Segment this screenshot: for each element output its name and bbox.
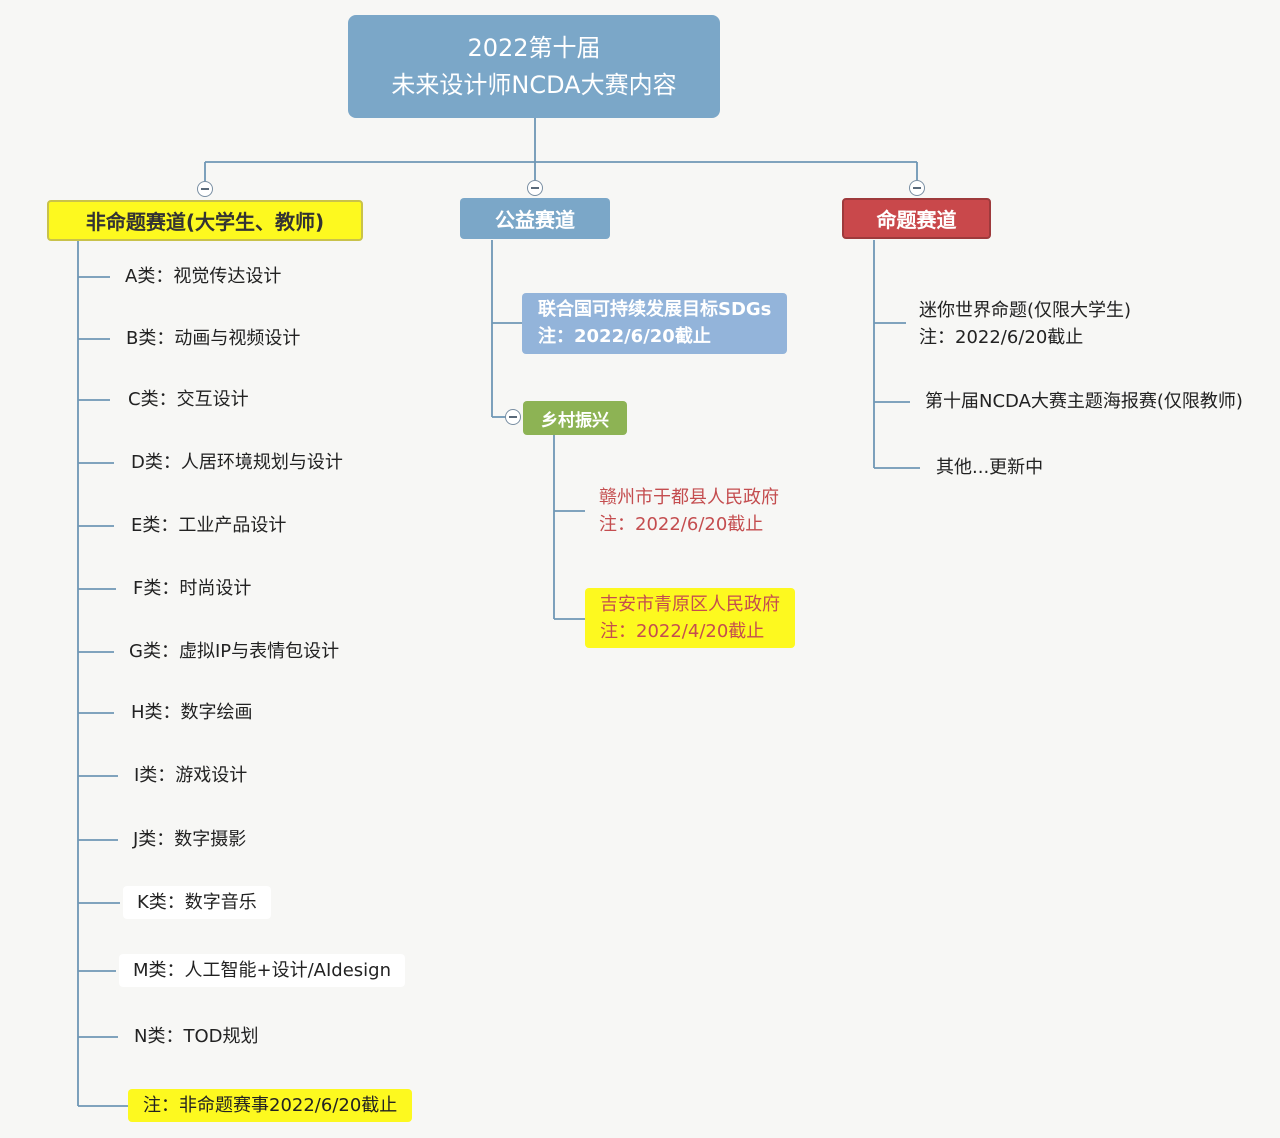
poster-contest-label: 第十届NCDA大赛主题海报赛(仅限教师) [925,391,1243,412]
jian-topic[interactable]: 吉安市青原区人民政府 注：2022/4/20截止 [585,588,795,648]
ganzhou-topic[interactable]: 赣州市于都县人民政府 注：2022/6/20截止 [599,484,779,538]
category-n[interactable]: N类：TOD规划 [134,1023,259,1050]
root-title-line1: 2022第十届 [467,33,601,62]
category-j[interactable]: J类：数字摄影 [133,826,246,853]
root-title-line2: 未来设计师NCDA大赛内容 [391,70,677,99]
category-b[interactable]: B类：动画与视频设计 [126,325,300,352]
rural-revitalization-topic[interactable]: 乡村振兴 [523,401,627,435]
jian-deadline: 注：2022/4/20截止 [600,621,765,642]
sdgs-topic[interactable]: 联合国可持续发展目标SDGs 注：2022/6/20截止 [522,293,787,354]
collapse-toggle-non-proposition[interactable] [197,181,213,197]
poster-contest-topic[interactable]: 第十届NCDA大赛主题海报赛(仅限教师) [925,388,1243,415]
category-i[interactable]: I类：游戏设计 [134,762,247,789]
sdgs-deadline: 注：2022/6/20截止 [538,326,711,347]
category-e[interactable]: E类：工业产品设计 [131,512,286,539]
non-proposition-deadline-note[interactable]: 注：非命题赛事2022/6/20截止 [128,1089,413,1122]
category-i-label: I类：游戏设计 [134,765,248,786]
category-d-label: D类：人居环境规划与设计 [131,452,343,473]
collapse-toggle-proposition[interactable] [909,180,925,196]
category-k[interactable]: K类：数字音乐 [123,886,271,919]
rural-revitalization-label: 乡村振兴 [541,410,609,431]
category-a[interactable]: A类：视觉传达设计 [125,263,281,290]
collapse-toggle-public-welfare[interactable] [527,180,543,196]
other-updating-topic[interactable]: 其他...更新中 [936,454,1043,481]
other-updating-label: 其他...更新中 [936,457,1044,478]
category-n-label: N类：TOD规划 [134,1026,259,1047]
ganzhou-deadline: 注：2022/6/20截止 [599,514,764,535]
category-e-label: E类：工业产品设计 [131,515,287,536]
non-proposition-deadline-label: 注：非命题赛事2022/6/20截止 [143,1095,398,1116]
mini-world-title: 迷你世界命题(仅限大学生) [919,300,1132,321]
category-m-label: M类：人工智能+设计/AIdesign [133,960,392,981]
category-b-label: B类：动画与视频设计 [126,328,301,349]
category-h-label: H类：数字绘画 [131,702,253,723]
sdgs-title: 联合国可持续发展目标SDGs [538,299,772,320]
jian-title: 吉安市青原区人民政府 [600,594,780,615]
branch-public-welfare-label: 公益赛道 [495,208,575,232]
category-g-label: G类：虚拟IP与表情包设计 [129,641,340,662]
category-h[interactable]: H类：数字绘画 [131,699,253,726]
category-a-label: A类：视觉传达设计 [125,266,282,287]
category-k-label: K类：数字音乐 [137,892,257,913]
branch-proposition[interactable]: 命题赛道 [842,198,991,239]
category-g[interactable]: G类：虚拟IP与表情包设计 [129,638,339,665]
category-m[interactable]: M类：人工智能+设计/AIdesign [119,954,406,987]
branch-proposition-label: 命题赛道 [876,208,957,232]
category-c-label: C类：交互设计 [128,389,249,410]
category-f[interactable]: F类：时尚设计 [133,575,251,602]
root-topic[interactable]: 2022第十届 未来设计师NCDA大赛内容 [348,15,720,118]
mini-world-topic[interactable]: 迷你世界命题(仅限大学生) 注：2022/6/20截止 [919,297,1131,351]
branch-non-proposition-label: 非命题赛道(大学生、教师) [85,210,325,234]
mini-world-deadline: 注：2022/6/20截止 [919,327,1084,348]
branch-public-welfare[interactable]: 公益赛道 [460,198,610,239]
category-j-label: J类：数字摄影 [133,829,247,850]
category-f-label: F类：时尚设计 [133,578,252,599]
ganzhou-title: 赣州市于都县人民政府 [599,487,779,508]
category-c[interactable]: C类：交互设计 [128,386,249,413]
category-d[interactable]: D类：人居环境规划与设计 [131,449,343,476]
collapse-toggle-rural[interactable] [505,409,521,425]
branch-non-proposition[interactable]: 非命题赛道(大学生、教师) [47,200,363,241]
